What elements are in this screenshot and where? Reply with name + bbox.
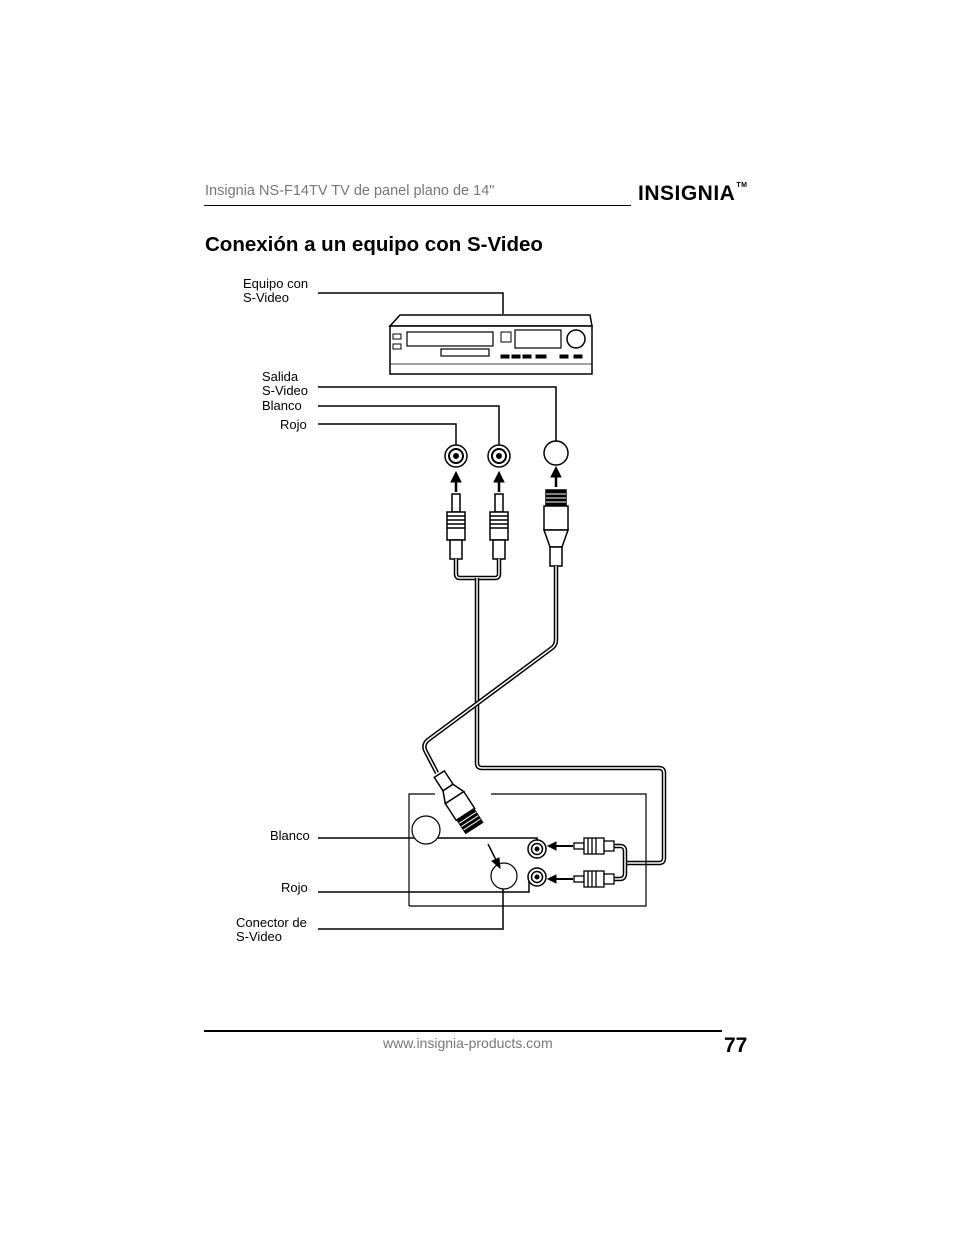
section-title: Conexión a un equipo con S-Video bbox=[205, 233, 543, 256]
arrows-bottom bbox=[546, 841, 573, 884]
label-device-line1: Equipo con bbox=[243, 276, 308, 291]
page-number: 77 bbox=[724, 1034, 748, 1057]
header-title: Insignia NS-F14TV TV de panel plano de 1… bbox=[205, 183, 495, 199]
leader-device bbox=[318, 292, 504, 314]
svideo-device bbox=[388, 314, 593, 375]
svideo-jack-top bbox=[543, 440, 569, 466]
rca-plug-red-bottom bbox=[573, 870, 615, 888]
footer-url: www.insignia-products.com bbox=[383, 1035, 553, 1051]
svideo-plug-top bbox=[542, 489, 570, 567]
rca-plug-white-bottom bbox=[573, 837, 615, 855]
logo-trademark: TM bbox=[736, 182, 748, 189]
label-white-top: Blanco bbox=[262, 398, 302, 413]
header-divider bbox=[204, 205, 631, 206]
label-output-line1: Salida bbox=[262, 369, 299, 384]
rca-jack-white-bottom bbox=[527, 839, 547, 859]
white-jack-top bbox=[487, 444, 511, 468]
svideo-plug-bottom bbox=[433, 769, 484, 835]
tv-rear-panel bbox=[408, 793, 647, 907]
label-connector-line1: Conector de bbox=[236, 915, 307, 930]
label-red-top: Rojo bbox=[280, 417, 307, 432]
footer-divider bbox=[204, 1030, 722, 1032]
label-output-line2: S-Video bbox=[262, 383, 308, 398]
label-white-bottom: Blanco bbox=[270, 828, 310, 843]
leader-svideo-connector bbox=[318, 881, 504, 930]
leader-svideo-output bbox=[318, 386, 557, 442]
label-connector-line2: S-Video bbox=[236, 929, 282, 944]
leader-lines bbox=[318, 292, 557, 930]
rca-plug-red-top bbox=[446, 493, 466, 560]
svideo-jack-bottom bbox=[490, 862, 518, 890]
arrows bbox=[450, 465, 562, 492]
top-jacks bbox=[444, 440, 569, 468]
red-jack-top bbox=[444, 444, 468, 468]
leader-white-top bbox=[318, 405, 500, 445]
insignia-logo: INSIGNIATM bbox=[638, 182, 747, 206]
leader-red-bottom bbox=[318, 880, 530, 893]
leader-red-top bbox=[318, 423, 457, 445]
rca-plug-white-top bbox=[489, 493, 509, 560]
label-device-line2: S-Video bbox=[243, 290, 289, 305]
cables bbox=[422, 559, 667, 882]
logo-text: INSIGNIA bbox=[638, 182, 736, 205]
label-red-bottom: Rojo bbox=[281, 880, 308, 895]
rca-jack-red-bottom bbox=[527, 867, 547, 887]
